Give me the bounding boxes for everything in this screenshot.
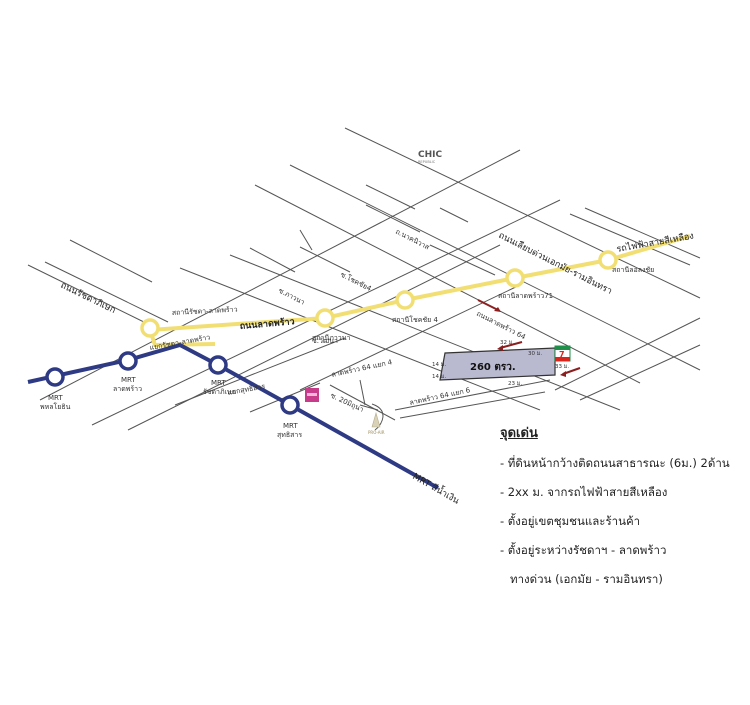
- logo-subtext: REPUBLIC: [418, 160, 436, 164]
- mrt-station-name: ลาดพร้าว: [113, 385, 142, 393]
- mrt-station-code: MRT: [283, 422, 298, 430]
- highlights-panel: จุดเด่น - ที่ดินหน้ากว้างติดถนนสาธารณะ (…: [500, 422, 745, 600]
- road-line: [289, 164, 701, 371]
- yellow-station-label: สถานีภาวนา: [312, 334, 350, 342]
- arrow-line: [499, 341, 523, 349]
- convenience-store-icon: 7: [554, 345, 571, 362]
- road-line: [299, 246, 351, 273]
- mrt-station-marker: [208, 355, 228, 375]
- yellow-station-marker: [598, 250, 618, 270]
- mrt-station-marker: [280, 395, 300, 415]
- road-line: [429, 244, 496, 276]
- highlight-item: - ที่ดินหน้ากว้างติดถนนสาธารณะ (6ม.) 2ด้…: [500, 456, 730, 470]
- arrow-head: [560, 371, 566, 377]
- road-line: [174, 337, 346, 406]
- mrt-track: [27, 342, 439, 490]
- road-line: [439, 207, 469, 223]
- road-line: [569, 213, 691, 266]
- road-line: [365, 184, 416, 210]
- yellow-station-marker: [140, 318, 160, 338]
- road-line: [27, 264, 151, 326]
- road-label-soi: ซ.วัฒนา: [312, 337, 338, 345]
- road-label-soi: ถ.นาคนิวาส: [394, 228, 431, 252]
- mrt-blue-line: [27, 342, 439, 490]
- logo-text: CHIC: [418, 150, 442, 160]
- arrow-head: [494, 307, 501, 312]
- yellow-line-name: รถไฟฟ้าสายสีเหลือง: [616, 231, 695, 255]
- road-line: [299, 229, 313, 251]
- mrt-station-name: รัชดาภิเษก: [203, 388, 236, 396]
- monument-icon: PRO-AIR: [368, 411, 385, 435]
- road-label-soi: ซ.ภาวนา: [277, 287, 306, 307]
- road-line: [344, 127, 701, 299]
- road-line: [254, 184, 641, 384]
- road-line: [359, 379, 366, 406]
- road-label-ratchada: ถนนรัชดาภิเษก: [59, 280, 118, 316]
- mrt-station-marker: [118, 351, 138, 371]
- road-line: [69, 239, 153, 283]
- mrt-line-name: MRT สีน้ำเงิน: [411, 469, 463, 506]
- road-line: [365, 204, 421, 233]
- mrt-labels: MRT พหลโยธิน MRT ลาดพร้าว MRT รัชดาภิเษก…: [40, 376, 462, 507]
- road-label-soi: ซ. 20มิถุนา: [329, 392, 365, 414]
- road-label-soi: ลาดพร้าว 64 แยก 4: [331, 358, 394, 379]
- road-line: [44, 261, 169, 323]
- road-line: [359, 404, 379, 411]
- plot-dim: 14 ม.: [432, 374, 446, 380]
- road-label-latphrao: ถนนลาดพร้าว: [239, 316, 295, 332]
- arrow-line: [477, 299, 499, 311]
- yellow-station-marker: [315, 308, 335, 328]
- yellow-station-marker: [505, 268, 525, 288]
- road-line: [554, 317, 701, 391]
- mrt-station-name: พหลโยธิน: [40, 402, 71, 411]
- mrt-station-code: MRT: [211, 379, 226, 387]
- road-line: [229, 254, 621, 411]
- store-label: 7: [559, 350, 565, 359]
- plot-dim: 14 ม.: [432, 362, 446, 368]
- yellow-station-label: สถานีโชคชัย 4: [392, 315, 438, 324]
- road-line: [584, 207, 701, 259]
- road-label-soi: ซ.โชคชัย4: [339, 270, 373, 293]
- road-line: [399, 391, 546, 419]
- road-line: [579, 344, 701, 401]
- mrt-station-name: สุทธิสาร: [277, 431, 302, 439]
- yellow-station-marker: [395, 290, 415, 310]
- intersection-label: แยกรัชดา-ลาดพร้าว: [149, 333, 211, 352]
- road-line: [329, 384, 396, 421]
- road-line: [394, 379, 551, 411]
- road-line: [179, 267, 541, 411]
- road-label-latphrao64: ถนนลาดพร้าว 64: [475, 310, 527, 342]
- road-curve: [371, 403, 384, 431]
- highlight-item: - ตั้งอยู่เขตชุมชนและร้านค้า: [500, 514, 641, 528]
- highlight-item: - ตั้งอยู่ระหว่างรัชดาฯ - ลาดพร้าว: [500, 543, 667, 557]
- highlight-item: - 2xx ม. จากรถไฟฟ้าสายสีเหลือง: [500, 485, 668, 499]
- yellow-station-label: สถานีลาดพร้าว71: [498, 292, 553, 300]
- direction-arrows: [477, 299, 581, 377]
- plot-dim: 32 ม.: [500, 340, 514, 346]
- plot-label: 260 ตรว.: [470, 362, 516, 373]
- brand-logo: CHIC REPUBLIC: [418, 150, 442, 164]
- monument-label: PRO-AIR: [368, 430, 385, 435]
- yellow-line-track: [149, 234, 691, 332]
- plot-dim: 33 ม.: [555, 364, 569, 370]
- landmark-marker-inner: [307, 393, 317, 396]
- mrt-station-marker: [45, 367, 65, 387]
- highlights-title: จุดเด่น: [500, 426, 538, 441]
- land-plot: 260 ตรว. 32 ม. 30 ม. 14 ม. 14 ม. 33 ม. 2…: [432, 340, 569, 387]
- road-line: [249, 247, 296, 273]
- yellow-line: [140, 234, 691, 348]
- mrt-station-code: MRT: [48, 394, 63, 402]
- yellow-station-label: สถานีลอลงชัย: [612, 266, 654, 274]
- mrt-station-code: MRT: [121, 376, 136, 384]
- plot-dim: 30 ม.: [528, 351, 542, 357]
- arrow-head: [497, 345, 503, 351]
- plot-shape: [439, 347, 556, 381]
- yellow-station-label: สถานีรัชดา-ลาดพร้าว: [172, 306, 238, 317]
- highlight-item: ทางด่วน (เอกมัย - รามอินทรา): [510, 572, 663, 586]
- plot-dim: 23 ม.: [508, 381, 522, 387]
